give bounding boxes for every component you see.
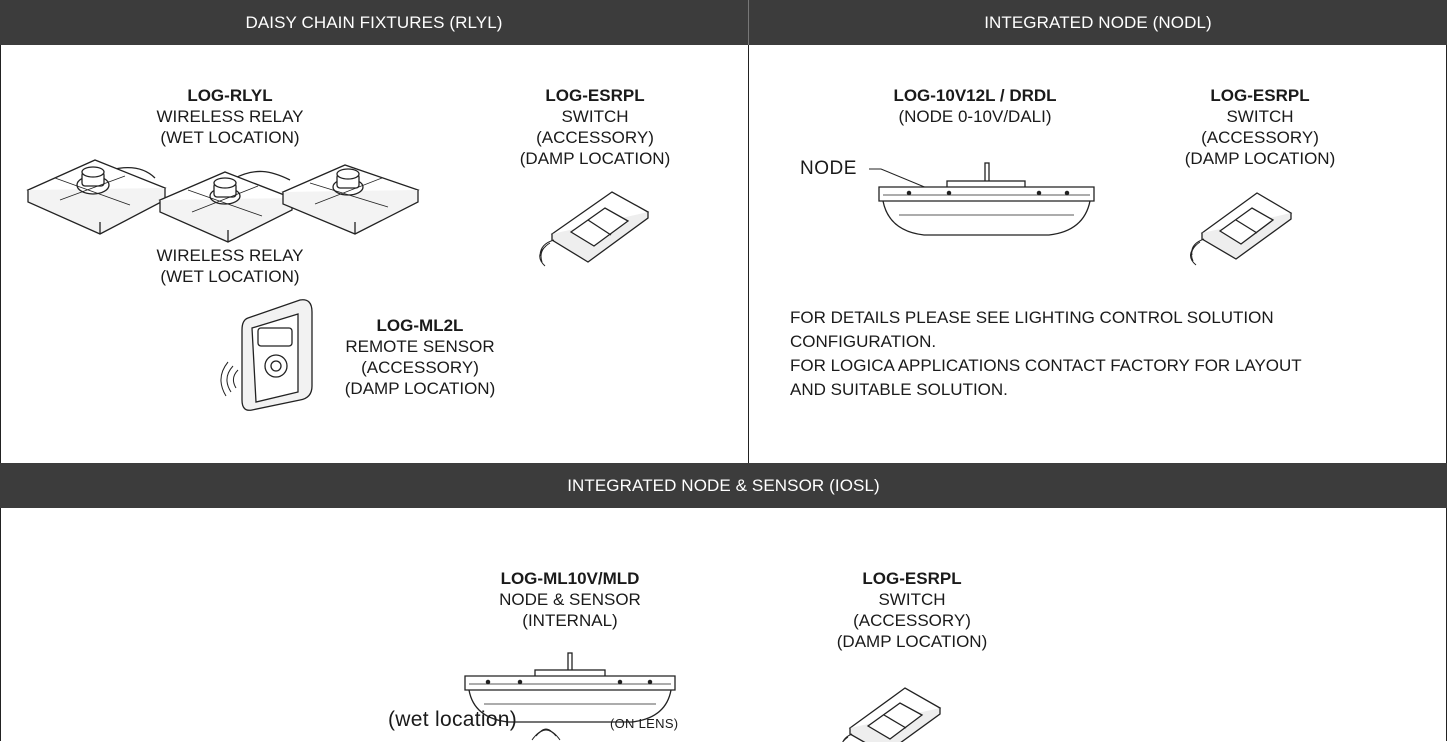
switch-icon-daisy — [539, 191, 650, 267]
on-lens-label: (ON LENS) — [610, 716, 679, 731]
switch-icon-iosl — [842, 687, 942, 742]
switch-desc-3: (DAMP LOCATION) — [836, 632, 988, 651]
switch-title: LOG-ESRPL — [862, 569, 962, 588]
switch-label-daisy: LOG-ESRPL SWITCH (ACCESSORY) (DAMP LOCAT… — [495, 85, 695, 169]
header-daisy-chain: DAISY CHAIN FIXTURES (RLYL) — [0, 0, 748, 45]
node-sensor-desc-2: (INTERNAL) — [522, 611, 618, 630]
node-callout-label: NODE — [800, 158, 857, 179]
switch-label-iosl: LOG-ESRPL SWITCH (ACCESSORY) (DAMP LOCAT… — [812, 568, 1012, 652]
node-title: LOG-10V12L / DRDL — [893, 86, 1057, 105]
node-sensor-title: LOG-ML10V/MLD — [500, 569, 640, 588]
switch-desc-2: (ACCESSORY) — [536, 128, 654, 147]
relay-bottom-desc-1: WIRELESS RELAY — [156, 246, 304, 265]
note-line-2: CONFIGURATION. — [790, 332, 937, 351]
node-desc-1: (NODE 0-10V/DALI) — [898, 107, 1052, 126]
header-divider — [748, 0, 749, 45]
relay-bottom-desc-2: (WET LOCATION) — [160, 267, 300, 286]
switch-desc-1: SWITCH — [1226, 107, 1294, 126]
switch-desc-1: SWITCH — [561, 107, 629, 126]
relay-top-label: LOG-RLYL WIRELESS RELAY (WET LOCATION) — [120, 85, 340, 148]
switch-icon-node — [1190, 192, 1293, 266]
wet-location-label: (wet location) — [388, 708, 518, 731]
remote-sensor-icon — [220, 299, 313, 411]
relay-title: LOG-RLYL — [187, 86, 273, 105]
sensor-desc-1: REMOTE SENSOR — [345, 337, 495, 356]
node-sensor-desc-1: NODE & SENSOR — [499, 590, 641, 609]
switch-desc-3: (DAMP LOCATION) — [1184, 149, 1336, 168]
switch-title: LOG-ESRPL — [1210, 86, 1310, 105]
switch-desc-1: SWITCH — [878, 590, 946, 609]
node-sensor-fixture-icon — [464, 652, 676, 723]
sensor-desc-2: (ACCESSORY) — [361, 358, 479, 377]
header-integrated-node: INTEGRATED NODE (NODL) — [749, 0, 1447, 45]
sensor-title: LOG-ML2L — [376, 316, 464, 335]
relay-fixture-3 — [281, 164, 420, 235]
node-fixture-icon — [878, 162, 1095, 236]
switch-desc-2: (ACCESSORY) — [853, 611, 971, 630]
sensor-desc-3: (DAMP LOCATION) — [344, 379, 496, 398]
node-notes: FOR DETAILS PLEASE SEE LIGHTING CONTROL … — [790, 306, 1302, 402]
relay-fixture-2 — [158, 171, 294, 243]
node-sensor-drawing — [464, 652, 942, 742]
switch-desc-2: (ACCESSORY) — [1201, 128, 1319, 147]
relay-desc-1: WIRELESS RELAY — [156, 107, 304, 126]
switch-label-node: LOG-ESRPL SWITCH (ACCESSORY) (DAMP LOCAT… — [1160, 85, 1360, 169]
note-line-3: FOR LOGICA APPLICATIONS CONTACT FACTORY … — [790, 356, 1302, 375]
header-integrated-node-sensor: INTEGRATED NODE & SENSOR (IOSL) — [0, 463, 1447, 508]
section-divider — [748, 45, 749, 463]
integrated-node-drawing — [869, 162, 1293, 266]
note-line-4: AND SUITABLE SOLUTION. — [790, 380, 1008, 399]
node-item-label: LOG-10V12L / DRDL (NODE 0-10V/DALI) — [855, 85, 1095, 127]
daisy-chain-fixtures-drawing — [26, 159, 650, 411]
relay-bottom-label: WIRELESS RELAY (WET LOCATION) — [120, 245, 340, 287]
sensor-label: LOG-ML2L REMOTE SENSOR (ACCESSORY) (DAMP… — [320, 315, 520, 399]
node-sensor-label: LOG-ML10V/MLD NODE & SENSOR (INTERNAL) — [460, 568, 680, 631]
relay-fixture-1 — [26, 159, 167, 235]
switch-title: LOG-ESRPL — [545, 86, 645, 105]
switch-desc-3: (DAMP LOCATION) — [519, 149, 671, 168]
note-line-1: FOR DETAILS PLEASE SEE LIGHTING CONTROL … — [790, 308, 1274, 327]
relay-desc-2: (WET LOCATION) — [160, 128, 300, 147]
sensor-wave-icon — [531, 728, 561, 741]
